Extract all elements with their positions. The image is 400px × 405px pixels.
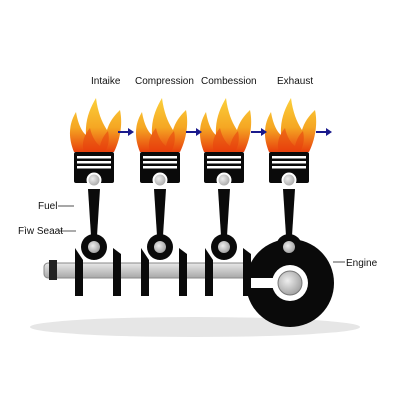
connecting-rod (88, 189, 100, 236)
callout-lines (58, 205, 345, 263)
stage-label-intake: Intaike (91, 76, 121, 87)
connecting-rod (154, 189, 166, 236)
arrow-right-icon (251, 128, 267, 136)
cylinder-combustion (199, 98, 252, 296)
cylinder-intake (69, 98, 122, 296)
flywheel (246, 239, 334, 327)
connecting-rod (283, 189, 295, 236)
stage-arrows (118, 128, 332, 136)
arrow-right-icon (118, 128, 134, 136)
crank-web (205, 248, 213, 296)
stage-label-compression: Compression (135, 76, 194, 87)
connecting-rod (218, 189, 230, 236)
callout-fuel: Fuel (38, 201, 58, 212)
crank-web (141, 248, 149, 296)
crank-web (75, 248, 83, 296)
stage-label-exhaust: Exhaust (277, 76, 314, 87)
arrow-right-icon (186, 128, 202, 136)
cylinder-exhaust (264, 98, 317, 260)
stage-label-combustion: Combession (201, 76, 257, 87)
arrow-right-icon (316, 128, 332, 136)
callout-flywheel: Fìw Seaat (18, 226, 64, 237)
cylinder-compression (135, 98, 188, 296)
callout-engine: Engine (346, 258, 378, 269)
